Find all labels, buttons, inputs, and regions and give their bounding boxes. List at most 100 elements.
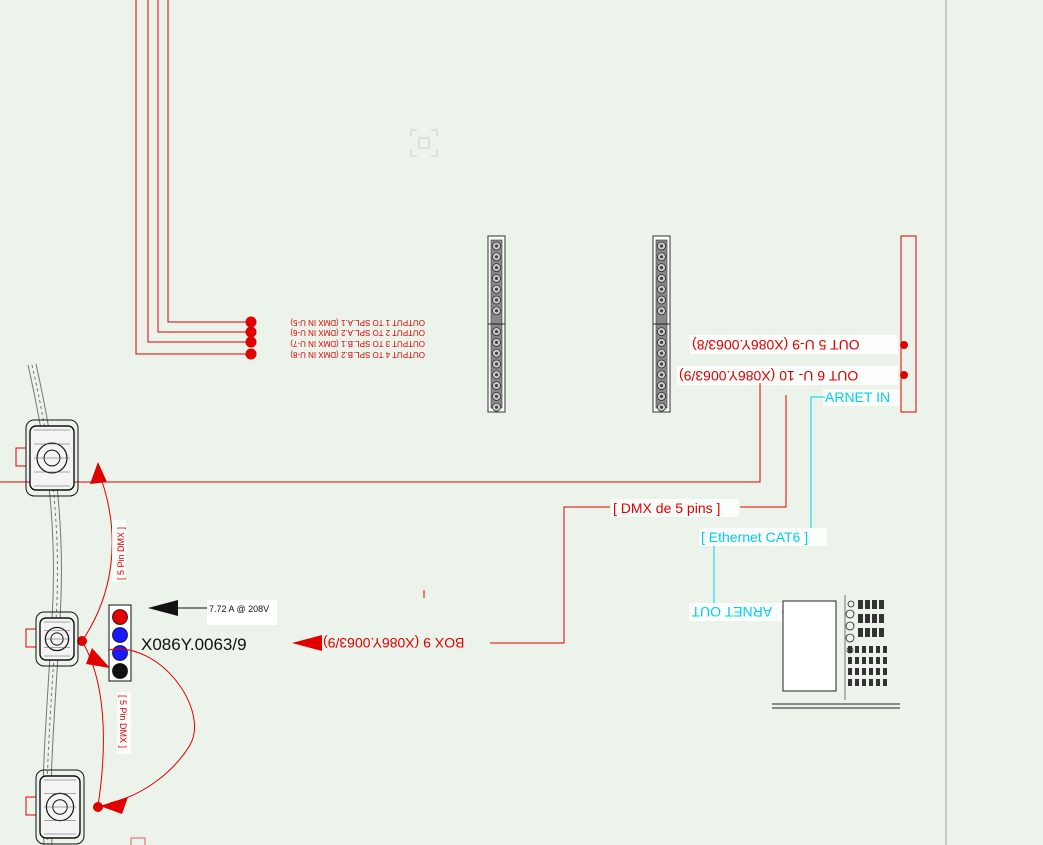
current-draw-label: 7.72 A @ 208V [209, 604, 269, 614]
console-fader[interactable] [869, 679, 873, 686]
dmx-splitter-rack-1[interactable] [487, 235, 506, 413]
console-fader[interactable] [876, 679, 880, 686]
rack-jack-center [659, 340, 664, 344]
rack-jack-center [659, 394, 664, 398]
out-5-label-bg [690, 335, 898, 354]
moving-head-fixture-1[interactable] [15, 419, 79, 497]
console-fader[interactable] [876, 657, 880, 664]
dmx-port-bottom[interactable] [93, 802, 103, 812]
console-fader[interactable] [848, 679, 852, 686]
console-fader[interactable] [869, 657, 873, 664]
rack-jack-center [494, 244, 499, 248]
rack-jack-center [659, 384, 664, 388]
artnet-in-label-bg [823, 389, 899, 406]
fixture-yoke [25, 419, 79, 497]
console-fader[interactable] [848, 657, 852, 664]
rack-jack-center [494, 362, 499, 366]
rack-jack-center [494, 340, 499, 344]
cutoff-label-fragment [130, 837, 146, 845]
console-fader[interactable] [869, 646, 873, 653]
console-fader[interactable] [862, 657, 866, 664]
output-1-label: OUTPUT 1 TO SPL.A.1 (DMX IN U-5) [290, 318, 425, 327]
lighting-console[interactable] [772, 595, 900, 709]
rack-jack-center [494, 373, 499, 377]
pin-dmx-upper-label: [ 5 Pin DMX ] [116, 527, 126, 580]
console-key[interactable] [865, 628, 870, 637]
console-fader[interactable] [855, 657, 859, 664]
out-5-port[interactable] [900, 341, 908, 349]
rack-jack-center [659, 255, 664, 259]
dmx-output-cables [135, 0, 250, 355]
console-key[interactable] [879, 628, 884, 637]
output-4-label: OUTPUT 4 TO SPL.B.2 (DMX IN U-8) [290, 350, 425, 359]
dmx-splitter-rack-2[interactable] [652, 235, 671, 413]
console-key[interactable] [858, 614, 863, 623]
box-9-label: BOX 9 (X086Y.0063/9) [323, 635, 464, 651]
out-6-cable [0, 383, 761, 483]
console-key[interactable] [872, 600, 877, 609]
rack-jack-center [659, 298, 664, 302]
out-6-port[interactable] [900, 371, 908, 379]
connector-dot [112, 609, 128, 625]
console-fader[interactable] [883, 646, 887, 653]
power-connector[interactable] [108, 604, 132, 682]
console-fader[interactable] [855, 679, 859, 686]
console-key[interactable] [879, 600, 884, 609]
artnet-node-box[interactable] [900, 235, 917, 413]
output-2-label: OUTPUT 2 TO SPL.A.2 (DMX IN U-6) [290, 328, 425, 337]
rack-jack-center [494, 276, 499, 280]
console-fader[interactable] [862, 668, 866, 675]
console-key[interactable] [872, 628, 877, 637]
ethernet-label: [ Ethernet CAT6 ] [701, 529, 808, 545]
moving-head-fixture-3[interactable] [25, 769, 85, 845]
console-key[interactable] [872, 614, 877, 623]
console-fader[interactable] [862, 679, 866, 686]
rack-jack-center [494, 266, 499, 270]
rack-jack-center [494, 405, 499, 409]
rack-jack-center [494, 309, 499, 313]
console-fader[interactable] [862, 646, 866, 653]
fixture-plug [15, 447, 27, 467]
connector-dot [112, 645, 128, 661]
console-fader[interactable] [883, 657, 887, 664]
console-fader[interactable] [855, 646, 859, 653]
dmx-port-mid[interactable] [77, 636, 87, 646]
out-5-label: OUT 5 U-9 (X086Y.0063/8) [692, 337, 860, 353]
console-fader[interactable] [848, 668, 852, 675]
rack-jack-center [659, 244, 664, 248]
console-key[interactable] [858, 628, 863, 637]
fixture-yoke [35, 769, 85, 845]
rack-jack-center [659, 287, 664, 291]
out-6-label: OUT 6 U- 10 (X086Y.0063/9) [679, 368, 858, 384]
console-key[interactable] [865, 614, 870, 623]
rack-jack-center [659, 362, 664, 366]
dmx-arrow-mid [86, 648, 110, 668]
console-fader[interactable] [848, 646, 852, 653]
console-fader[interactable] [855, 668, 859, 675]
console-key[interactable] [858, 600, 863, 609]
console-key[interactable] [865, 600, 870, 609]
output-3-label: OUTPUT 3 TO SPL.B.1 (DMX IN U-7) [290, 339, 425, 348]
console-fader[interactable] [883, 679, 887, 686]
rack-jack-center [494, 287, 499, 291]
rack-jack-center [659, 266, 664, 270]
console-fader[interactable] [883, 668, 887, 675]
console-fader[interactable] [876, 646, 880, 653]
connector-dot [112, 663, 128, 679]
dmx-5pin-label-bg [611, 499, 739, 517]
output-terminal-dots [245, 316, 257, 360]
rack-jack-center [494, 351, 499, 355]
moving-head-fixture-2[interactable] [25, 611, 79, 667]
console-key[interactable] [879, 614, 884, 623]
pin-dmx-upper-bg [112, 520, 126, 582]
artnet-out-label: ARNET OUT [691, 604, 772, 620]
rack-jack-center [494, 384, 499, 388]
console-fader[interactable] [869, 668, 873, 675]
dmx-5pin-cable [740, 395, 787, 508]
console-fader[interactable] [876, 668, 880, 675]
selection-marker [410, 129, 438, 157]
rack-jack-center [494, 298, 499, 302]
rack-jack-center [494, 255, 499, 259]
connector-dot [112, 627, 128, 643]
